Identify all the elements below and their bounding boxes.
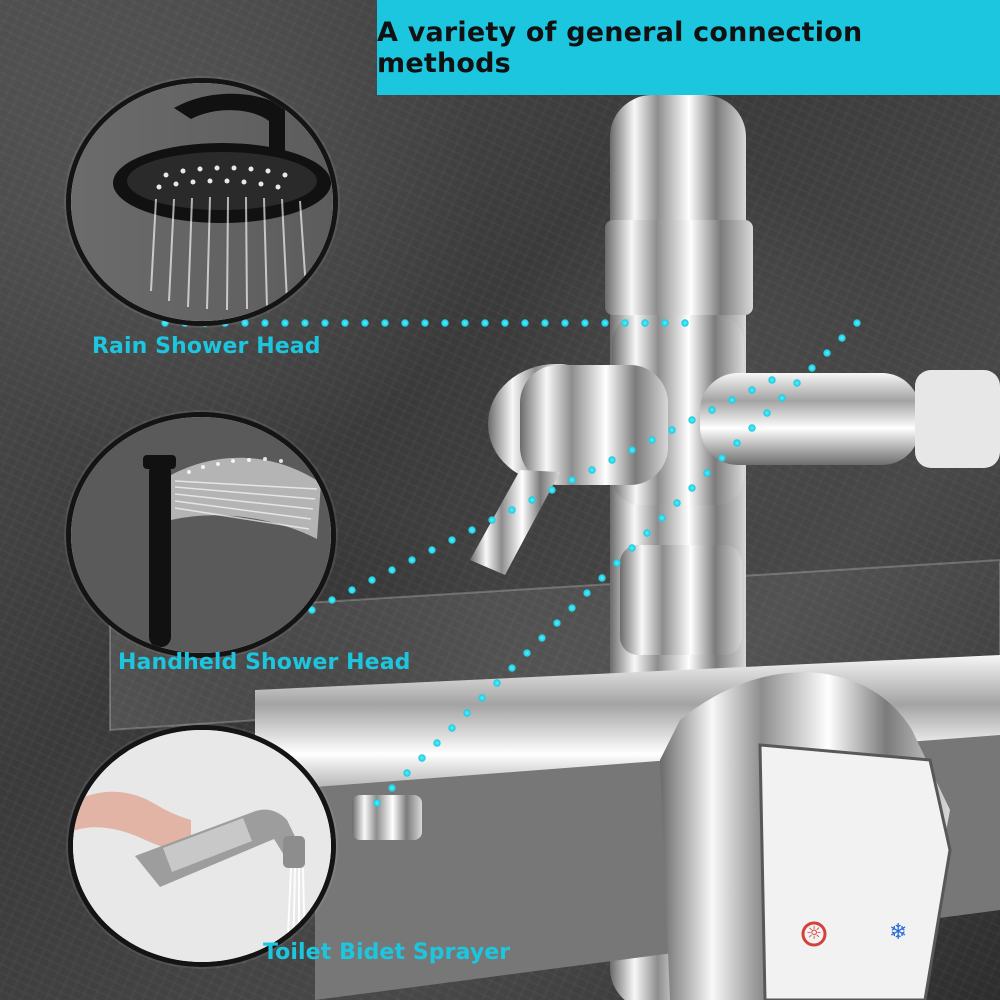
- bidet-sprayer-label: Toilet Bidet Sprayer: [263, 940, 511, 965]
- title-banner: A variety of general connection methods: [377, 0, 1000, 95]
- bidet-sprayer-inset: [68, 725, 336, 967]
- handheld-shower-head-icon: [71, 417, 331, 653]
- rain-shower-inset: [66, 78, 338, 326]
- svg-text:❄: ❄: [889, 920, 907, 945]
- rain-shower-head-icon: [71, 83, 333, 321]
- handheld-shower-label: Handheld Shower Head: [118, 650, 411, 675]
- svg-text:☼: ☼: [806, 923, 822, 944]
- rain-shower-label: Rain Shower Head: [92, 334, 321, 359]
- page-title: A variety of general connection methods: [377, 16, 863, 79]
- bidet-sprayer-icon: [73, 730, 331, 962]
- handheld-shower-inset: [66, 412, 336, 658]
